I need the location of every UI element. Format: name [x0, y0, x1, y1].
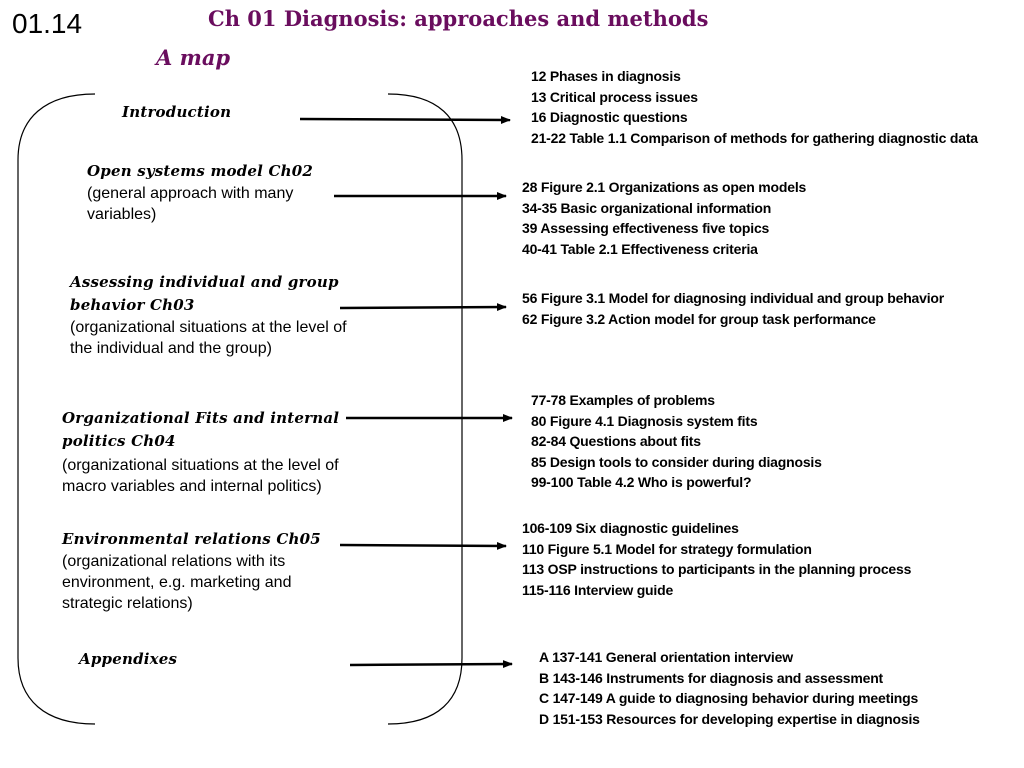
section-description: (general approach with many variables) [87, 185, 294, 223]
right-brace [387, 93, 463, 725]
section-individual-group: Assessing individual and group behavior … [70, 271, 355, 359]
reference-item: 21-22 Table 1.1 Comparison of methods fo… [531, 129, 978, 146]
arrow-individual-group [339, 303, 507, 312]
reference-item: 99-100 Table 4.2 Who is powerful? [531, 474, 752, 490]
references-open-systems: 28 Figure 2.1 Organizations as open mode… [522, 177, 806, 259]
section-title: Environmental relations Ch05 [62, 530, 321, 548]
section-title: Open systems model Ch02 [87, 162, 313, 180]
section-appendixes: Appendixes [79, 648, 279, 671]
arrow-appendixes [349, 660, 513, 669]
reference-item: 115-116 Interview guide [522, 581, 674, 598]
section-title: Introduction [122, 103, 232, 121]
section-fits-politics: Organizational Fits and internal politic… [62, 407, 362, 497]
arrow-introduction [299, 115, 511, 124]
reference-item: 85 Design tools to consider during diagn… [531, 453, 822, 470]
reference-item: 16 Diagnostic questions [531, 109, 688, 125]
reference-item: 82-84 Questions about fits [531, 433, 701, 449]
section-description: (organizational situations at the level … [62, 457, 339, 495]
page-title: Ch 01 Diagnosis: approaches and methods [208, 6, 709, 31]
reference-item: 34-35 Basic organizational information [522, 199, 772, 216]
reference-item: D 151-153 Resources for developing exper… [539, 710, 920, 727]
reference-item: 28 Figure 2.1 Organizations as open mode… [522, 179, 807, 195]
section-description: (organizational relations with its envir… [62, 553, 292, 612]
section-description: (organizational situations at the level … [70, 319, 347, 357]
reference-item: 62 Figure 3.2 Action model for group tas… [522, 310, 876, 327]
references-environmental: 106-109 Six diagnostic guidelines 110 Fi… [522, 518, 911, 600]
left-brace [17, 93, 96, 725]
section-title: Assessing individual and group behavior … [70, 273, 339, 314]
reference-item: 39 Assessing effectiveness five topics [522, 220, 770, 236]
references-introduction: 12 Phases in diagnosis 13 Critical proce… [531, 66, 978, 148]
reference-item: 77-78 Examples of problems [531, 392, 715, 408]
reference-item: 80 Figure 4.1 Diagnosis system fits [531, 412, 758, 429]
references-appendixes: A 137-141 General orientation interview … [539, 647, 920, 729]
reference-item: A 137-141 General orientation interview [539, 649, 793, 665]
reference-item: 110 Figure 5.1 Model for strategy formul… [522, 540, 812, 557]
section-environmental: Environmental relations Ch05 (organizati… [62, 528, 327, 614]
slide-number: 01.14 [12, 8, 83, 39]
reference-item: 113 OSP instructions to participants in … [522, 561, 912, 577]
references-fits-politics: 77-78 Examples of problems 80 Figure 4.1… [531, 390, 822, 493]
page-subtitle: A map [156, 45, 231, 70]
reference-item: B 143-146 Instruments for diagnosis and … [539, 669, 884, 686]
reference-item: 106-109 Six diagnostic guidelines [522, 520, 739, 536]
reference-item: 12 Phases in diagnosis [531, 68, 681, 84]
section-introduction: Introduction [122, 101, 322, 124]
arrow-environmental [339, 541, 507, 550]
references-individual-group: 56 Figure 3.1 Model for diagnosing indiv… [522, 288, 944, 329]
section-title: Organizational Fits and internal politic… [62, 409, 340, 450]
section-open-systems: Open systems model Ch02 (general approac… [87, 160, 337, 225]
reference-item: 13 Critical process issues [531, 88, 698, 105]
reference-item: 56 Figure 3.1 Model for diagnosing indiv… [522, 290, 945, 306]
reference-item: 40-41 Table 2.1 Effectiveness criteria [522, 240, 758, 257]
reference-item: C 147-149 A guide to diagnosing behavior… [539, 690, 919, 706]
section-title: Appendixes [79, 650, 178, 668]
